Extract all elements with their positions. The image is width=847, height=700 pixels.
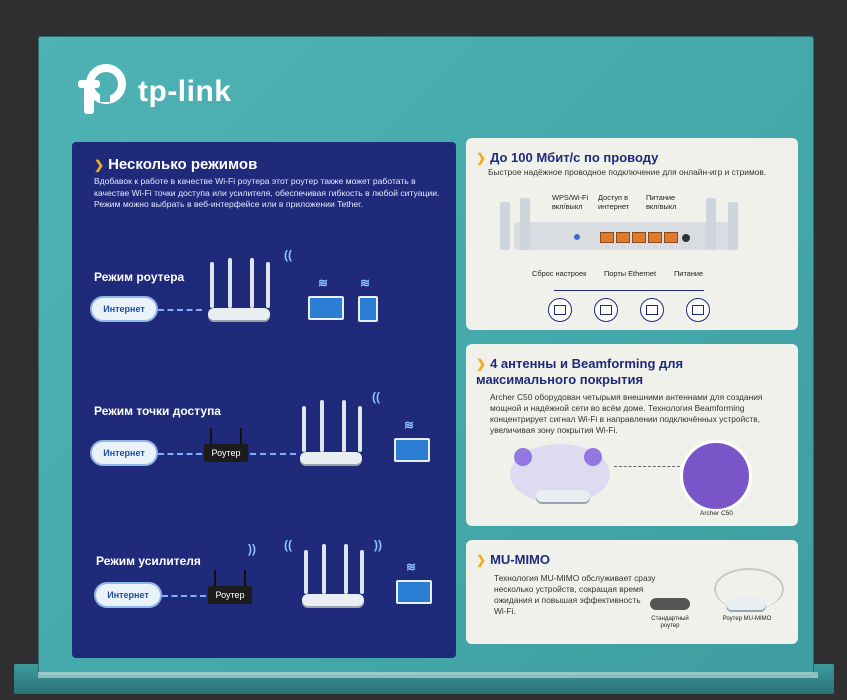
antenna <box>210 262 214 308</box>
antenna <box>302 406 306 452</box>
antenna <box>500 202 510 250</box>
chevron-right-icon: ❯ <box>476 553 487 567</box>
box-edge <box>38 672 818 678</box>
tablet-icon <box>358 296 378 322</box>
antenna <box>266 262 270 308</box>
connector-line <box>554 290 704 291</box>
antenna <box>520 198 530 250</box>
speed-card-title: ❯До 100 Мбит/с по проводу <box>476 150 658 166</box>
antenna <box>706 198 716 250</box>
reset-button <box>574 234 580 240</box>
beam-icon <box>514 448 532 466</box>
speed-card-title-text: До 100 Мбит/с по проводу <box>490 150 659 165</box>
connection-line <box>250 453 296 455</box>
internet-pill: Интернет <box>92 442 156 464</box>
router-image <box>536 490 590 502</box>
ethernet-ports-label: Порты Ethernet <box>604 269 657 278</box>
power-jack <box>682 234 690 242</box>
standard-router-image <box>650 598 690 610</box>
standard-router-label: Стандартный роутер <box>651 616 689 629</box>
zoom-line <box>614 466 680 467</box>
modes-title: ❯Несколько режимов <box>94 156 257 173</box>
laptop-icon <box>308 296 344 320</box>
lan-port <box>632 232 646 243</box>
lan-port <box>648 232 662 243</box>
antenna <box>360 550 364 594</box>
router-box: Роутер <box>208 570 252 604</box>
wifi-icon: ≋ <box>404 418 415 432</box>
wifi-icon: (( <box>284 248 292 262</box>
ap-mode-label: Режим точки доступа <box>94 404 221 418</box>
wifi-icon: (( <box>284 538 292 552</box>
wifi-icon: (( <box>372 390 380 404</box>
internet-pill: Интернет <box>92 298 156 320</box>
antenna-card-title: ❯4 антенны и Beamforming для максимально… <box>476 356 776 387</box>
lan-port <box>616 232 630 243</box>
chevron-right-icon: ❯ <box>476 151 487 165</box>
wan-port <box>600 232 614 243</box>
wifi-icon: ≋ <box>360 276 371 290</box>
tp-link-logo: tp-link <box>74 64 232 120</box>
connection-line <box>158 453 202 455</box>
chevron-right-icon: ❯ <box>94 158 105 172</box>
tp-link-logo-icon <box>74 64 130 120</box>
brand-name: tp-link <box>138 75 232 108</box>
laptop-icon <box>396 580 432 604</box>
connection-line <box>158 309 202 311</box>
mumimo-router-image <box>726 598 766 610</box>
computer-icon <box>640 298 664 322</box>
antenna <box>728 202 738 250</box>
mumimo-card-title-text: MU‑MIMO <box>490 552 550 567</box>
antenna <box>358 406 362 452</box>
antenna <box>250 258 254 308</box>
archer-c50-caption: Archer C50 <box>700 510 733 517</box>
internet-access-label: Доступ в интернет <box>598 193 630 211</box>
beam-icon <box>584 448 602 466</box>
antenna <box>228 258 232 308</box>
connection-line <box>162 595 206 597</box>
wifi-icon: ≋ <box>318 276 329 290</box>
power-label: Питание <box>674 269 704 278</box>
antenna <box>304 550 308 594</box>
antenna <box>322 544 326 594</box>
laptop-icon <box>394 438 430 462</box>
modes-description: Вдобавок к работе в качестве Wi‑Fi роуте… <box>94 176 440 210</box>
speed-card: ❯До 100 Мбит/с по проводу Быстрое надёжн… <box>466 138 798 330</box>
wps-label: WPS/Wi‑Fi вкл/выкл <box>552 193 589 211</box>
power-switch-label: Питание вкл/выкл <box>646 193 677 211</box>
antenna-card: ❯4 антенны и Beamforming для максимально… <box>466 344 798 526</box>
router-image <box>208 308 270 320</box>
antenna <box>320 400 324 452</box>
modes-title-text: Несколько режимов <box>108 156 258 173</box>
game-console-icon <box>548 298 572 322</box>
speed-card-description: Быстрое надёжное проводное подключение д… <box>488 167 767 177</box>
mumimo-card: ❯MU‑MIMO Технология MU‑MIMO обслуживает … <box>466 540 798 644</box>
wifi-icon: )) <box>248 542 256 556</box>
wifi-icon: )) <box>374 538 382 552</box>
reset-label: Сброс настроек <box>532 269 587 278</box>
wifi-icon: ≋ <box>406 560 417 574</box>
antenna <box>344 544 348 594</box>
coverage-arc <box>714 568 784 610</box>
tv-icon <box>686 298 710 322</box>
router-box: Роутер <box>204 428 248 462</box>
antenna <box>342 400 346 452</box>
router-image <box>300 452 362 464</box>
beamforming-zoom <box>680 440 752 512</box>
mumimo-card-title: ❯MU‑MIMO <box>476 552 550 568</box>
desktop-icon <box>594 298 618 322</box>
lan-port <box>664 232 678 243</box>
antenna-card-title-text: 4 антенны и Beamforming для максимальног… <box>476 356 684 387</box>
mumimo-card-description: Технология MU‑MIMO обслуживает сразу нес… <box>494 573 656 616</box>
router-image <box>302 594 364 606</box>
internet-pill: Интернет <box>96 584 160 606</box>
chevron-right-icon: ❯ <box>476 357 487 371</box>
mumimo-router-label: Роутер MU‑MIMO <box>722 616 772 622</box>
modes-panel: ❯Несколько режимов Вдобавок к работе в к… <box>72 142 456 658</box>
antenna-card-description: Archer C50 оборудован четырьмя внешними … <box>490 392 763 435</box>
router-mode-label: Режим роутера <box>94 270 185 284</box>
extender-mode-label: Режим усилителя <box>96 554 201 568</box>
